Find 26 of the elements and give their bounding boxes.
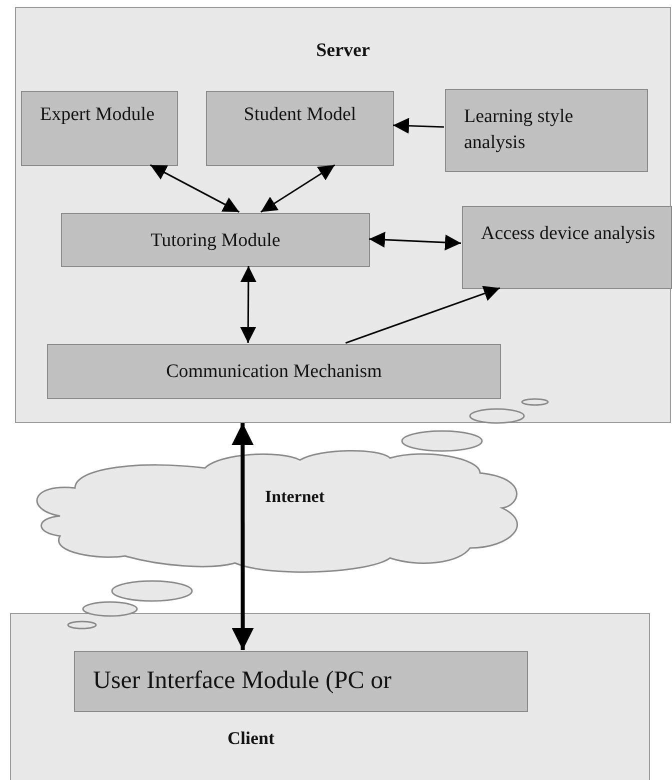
box-label: Learning style analysis [464, 105, 574, 155]
arrow [260, 164, 336, 213]
cloud-label: Internet [265, 486, 324, 508]
arrow [150, 164, 240, 213]
panel-title: Client [226, 727, 276, 750]
process-box [74, 651, 528, 712]
panel-title: Server [315, 39, 371, 63]
process-box [21, 91, 178, 166]
process-box [47, 344, 501, 399]
arrow [240, 266, 256, 343]
box-label: User Interface Module (PC or [93, 666, 393, 696]
box-label: Access device analysis [481, 222, 656, 246]
server-panel [15, 7, 671, 423]
arrow [232, 423, 254, 650]
process-box [445, 89, 648, 172]
client-panel [10, 613, 650, 780]
arrow [345, 286, 500, 344]
box-label: Communication Mechanism [165, 360, 383, 384]
arrow [392, 118, 444, 134]
process-box [462, 206, 672, 289]
process-box [206, 91, 394, 166]
arrow [368, 232, 462, 250]
box-label: Expert Module [40, 103, 156, 127]
process-box [61, 213, 370, 267]
box-label: Tutoring Module [150, 229, 282, 253]
box-label: Student Model [242, 103, 358, 127]
